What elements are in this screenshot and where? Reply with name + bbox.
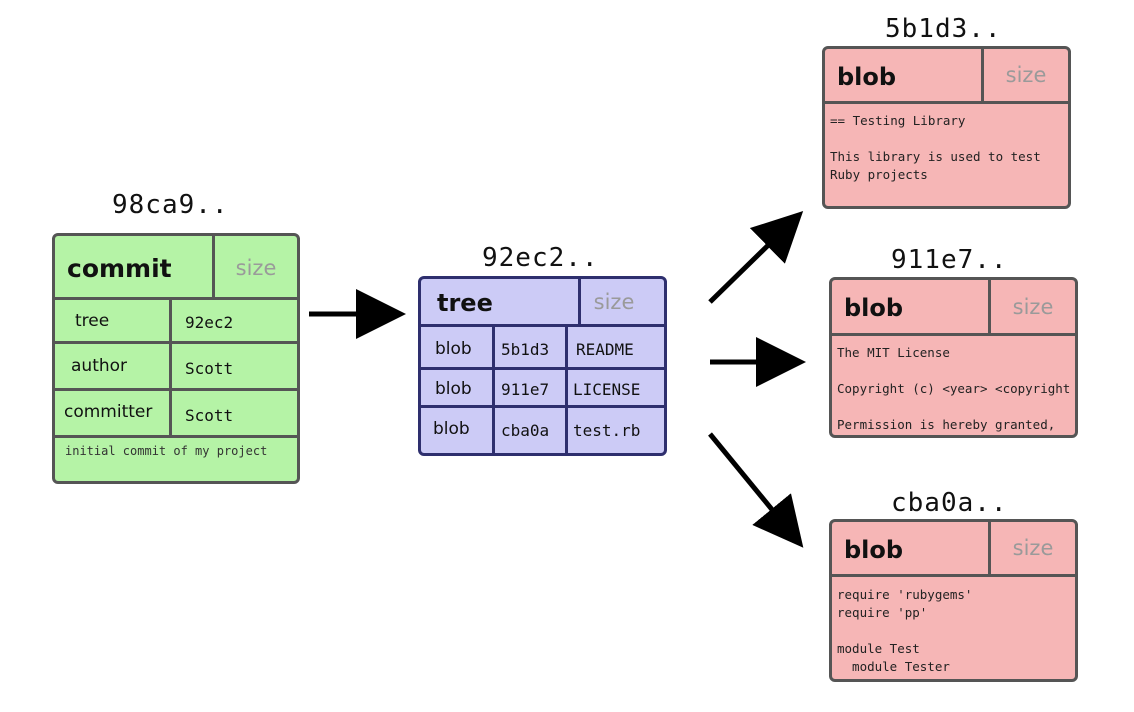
- tree-entry-name-cell: LICENSE: [568, 370, 664, 408]
- tree-object: tree size blob 5b1d3 README blob 911e7 L…: [418, 276, 667, 456]
- blob-object: blob size == Testing Library This librar…: [822, 46, 1071, 209]
- commit-field-label-cell: committer: [55, 391, 172, 438]
- tree-entry-sha-cell: 5b1d3: [495, 327, 568, 370]
- blob-object: blob size The MIT License Copyright (c) …: [829, 277, 1078, 438]
- blob-size-cell: size: [991, 522, 1075, 577]
- tree-hash: 92ec2..: [482, 243, 599, 273]
- tree-to-blob1-arrow: [708, 211, 804, 304]
- commit-field-label-cell: tree: [55, 300, 172, 344]
- blob-content: The MIT License Copyright (c) <year> <co…: [837, 345, 1071, 432]
- blob-object: blob size require 'rubygems' require 'pp…: [829, 519, 1078, 682]
- tree-entry-sha: 911e7: [501, 380, 550, 399]
- blob-size-label: size: [1012, 536, 1054, 560]
- blob-size-cell: size: [991, 280, 1075, 336]
- tree-type-label: tree: [437, 289, 493, 317]
- tree-entry-kind-cell: blob: [421, 408, 495, 453]
- blob-type-label: blob: [844, 536, 904, 564]
- commit-type-cell: commit: [55, 236, 215, 300]
- commit-author-value: Scott: [185, 359, 234, 378]
- blob-content: require 'rubygems' require 'pp' module T…: [837, 587, 973, 674]
- blob-size-label: size: [1005, 63, 1047, 87]
- blob-size-cell: size: [984, 49, 1068, 104]
- commit-field-label-cell: author: [55, 344, 172, 391]
- blob-size-label: size: [1012, 295, 1054, 319]
- commit-object: commit size tree 92ec2 author Scott comm…: [52, 233, 300, 484]
- commit-committer-label: committer: [64, 402, 153, 422]
- tree-entry-sha-cell: 911e7: [495, 370, 568, 408]
- blob-type-label: blob: [837, 63, 897, 91]
- commit-committer-value: Scott: [185, 406, 234, 425]
- commit-size-label: size: [235, 256, 277, 280]
- tree-entry-kind-cell: blob: [421, 327, 495, 370]
- commit-hash: 98ca9..: [112, 190, 229, 220]
- blob-hash: cba0a..: [891, 488, 1008, 518]
- commit-author-label: author: [71, 356, 128, 376]
- tree-entry-kind: blob: [433, 419, 470, 439]
- blob-type-cell: blob: [825, 49, 984, 104]
- tree-entry-name: README: [576, 340, 634, 359]
- tree-entry-name-cell: test.rb: [568, 408, 664, 453]
- tree-size-label: size: [593, 290, 635, 314]
- tree-entry-sha: cba0a: [501, 421, 550, 440]
- commit-field-value-cell: 92ec2: [172, 300, 297, 344]
- commit-type-label: commit: [67, 254, 172, 283]
- tree-entry-kind: blob: [435, 379, 472, 399]
- blob-hash: 911e7..: [891, 245, 1008, 275]
- tree-entry-kind-cell: blob: [421, 370, 495, 408]
- tree-to-blob3-arrow: [708, 432, 804, 548]
- tree-entry-name: LICENSE: [573, 380, 641, 399]
- commit-message: initial commit of my project: [65, 444, 268, 458]
- tree-size-cell: size: [581, 279, 664, 327]
- blob-type-cell: blob: [832, 280, 991, 336]
- blob-type-cell: blob: [832, 522, 991, 577]
- tree-entry-kind: blob: [435, 339, 472, 359]
- blob-content: == Testing Library This library is used …: [830, 113, 1041, 182]
- tree-type-cell: tree: [421, 279, 581, 327]
- commit-size-cell: size: [215, 236, 297, 300]
- tree-entry-name: test.rb: [573, 421, 641, 440]
- tree-entry-sha: 5b1d3: [501, 340, 550, 359]
- commit-field-value-cell: Scott: [172, 391, 297, 438]
- blob-hash: 5b1d3..: [885, 14, 1002, 44]
- tree-entry-sha-cell: cba0a: [495, 408, 568, 453]
- commit-tree-label: tree: [75, 311, 110, 331]
- blob-type-label: blob: [844, 294, 904, 322]
- commit-tree-value: 92ec2: [185, 313, 234, 332]
- tree-entry-name-cell: README: [568, 327, 664, 370]
- commit-field-value-cell: Scott: [172, 344, 297, 391]
